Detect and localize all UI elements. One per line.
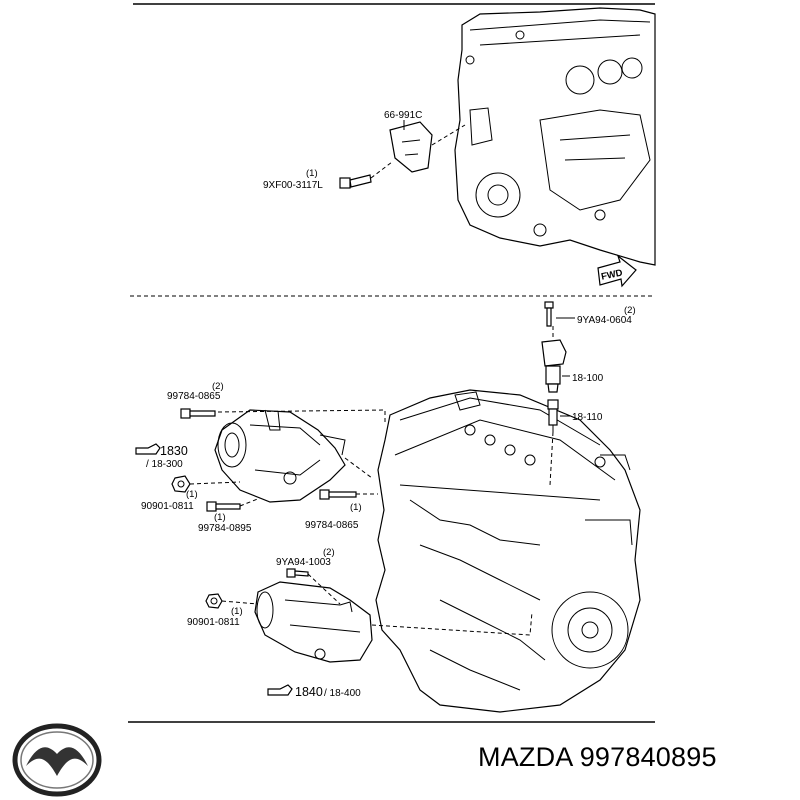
pointing-hand-icon	[135, 443, 161, 455]
bolt-9xf00-3117l	[339, 174, 372, 189]
callout-18-100: 18-100	[572, 373, 604, 384]
bolt-99784-0865-left	[180, 408, 216, 419]
pointing-hand-icon	[267, 684, 293, 696]
part-caption: MAZDA 997840895	[478, 742, 717, 773]
callout-90901-0811-alt: 90901-0811	[141, 501, 194, 512]
nut-90901-0811-starter	[205, 593, 223, 609]
callout-90901-0811-starter: 90901-0811	[187, 617, 240, 628]
callout-18-110: 18-110	[572, 412, 603, 423]
nut-90901-0811-alt	[171, 475, 191, 493]
reference-1830: 1830 / 18-300	[135, 443, 188, 470]
bracket-66-991c	[389, 121, 433, 173]
callout-99784-0895-qty: (1)	[214, 512, 226, 523]
callout-9xf00-3117l-qty: (1)	[306, 168, 318, 179]
callout-99784-0865-left: 99784-0865	[167, 391, 221, 402]
callout-9ya94-0604-qty: (2)	[624, 305, 636, 316]
callout-9ya94-1003: 9YA94-1003	[276, 557, 331, 568]
callout-90901-0811-alt-qty: (1)	[186, 489, 198, 500]
part-number: 997840895	[579, 742, 717, 772]
bolt-9ya94-1003	[286, 568, 309, 578]
bolt-99784-0865-right	[319, 489, 357, 500]
lower-engine-block	[375, 389, 641, 713]
alternator	[214, 409, 346, 503]
spark-plug	[547, 399, 559, 432]
callout-99784-0865-right-qty: (1)	[350, 502, 362, 513]
callout-90901-0811-starter-qty: (1)	[231, 606, 243, 617]
callout-9ya94-1003-qty: (2)	[323, 547, 335, 558]
reference-1840: 1840 / 18-400	[267, 684, 361, 699]
callout-66-991c: 66-991C	[384, 110, 422, 121]
ignition-coil	[541, 301, 567, 393]
mazda-logo-icon	[12, 723, 102, 797]
brand-name: MAZDA	[478, 742, 573, 772]
callout-9ya94-0604: 9YA94-0604	[577, 315, 632, 326]
svg-text:1830: 1830	[160, 444, 188, 458]
svg-text:/ 18-300: / 18-300	[146, 459, 183, 470]
callout-99784-0895: 99784-0895	[198, 523, 252, 534]
fwd-arrow-icon: FWD	[597, 254, 637, 288]
svg-text:FWD: FWD	[600, 267, 624, 282]
callout-9xf00-3117l: 9XF00-3117L	[263, 180, 323, 191]
upper-engine-block	[454, 7, 656, 266]
starter-motor	[254, 581, 373, 663]
bolt-99784-0895	[206, 501, 241, 512]
svg-text:/ 18-400: / 18-400	[324, 688, 361, 699]
callout-99784-0865-right: 99784-0865	[305, 520, 359, 531]
svg-text:1840: 1840	[295, 685, 323, 699]
callout-99784-0865-left-qty: (2)	[212, 381, 224, 392]
